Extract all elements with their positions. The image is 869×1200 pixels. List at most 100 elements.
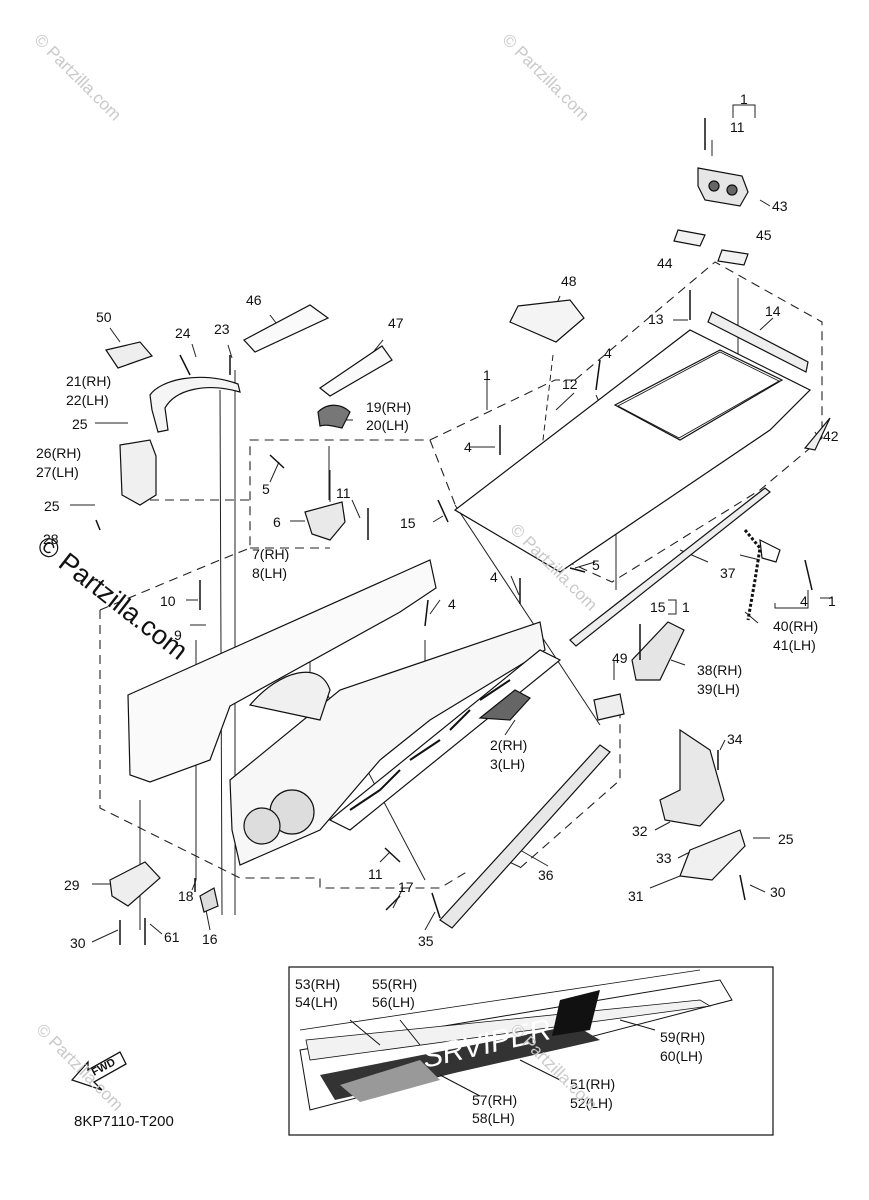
callout: 1: [682, 599, 690, 615]
bracket-43-shape: [697, 167, 749, 207]
part-16-shape: [199, 887, 219, 913]
part-7-shape: [304, 501, 346, 541]
callout: 7(RH): [252, 546, 289, 562]
callout: 24: [175, 325, 191, 341]
callout: 32: [632, 823, 648, 839]
callout: 45: [756, 227, 772, 243]
callout: 25: [72, 416, 88, 432]
callout: 25: [778, 831, 794, 847]
callout: 26(RH): [36, 445, 81, 461]
diagram-code: 8KP7110-T200: [74, 1113, 174, 1130]
callout: 47: [388, 315, 404, 331]
callout: 30: [770, 884, 786, 900]
leader-lines: [70, 104, 832, 943]
rod-37-shape: [569, 487, 771, 647]
callout: 35: [418, 933, 434, 949]
callout: 54(LH): [295, 994, 338, 1010]
part-shapes: [95, 118, 831, 945]
callout: 34: [727, 731, 743, 747]
callout: 44: [657, 255, 673, 271]
cover-50-shape: [105, 341, 154, 369]
bracket-26-shape: [119, 439, 157, 506]
callout: 1: [740, 91, 748, 107]
callout: 40(RH): [773, 618, 818, 634]
callout: 1: [483, 367, 491, 383]
callout: 51(RH): [570, 1076, 615, 1092]
callout: 43: [772, 198, 788, 214]
callout: 38(RH): [697, 662, 742, 678]
callout: 33: [656, 850, 672, 866]
assembly-outline: [99, 261, 823, 889]
callout: 53(RH): [295, 976, 340, 992]
chain-40-shape: [743, 529, 762, 621]
callout: 41(LH): [773, 637, 816, 653]
part-2-shape: [478, 689, 531, 721]
callout: 11: [336, 485, 351, 501]
callouts: 1 11 43 45 44 48 13 14 46 47 50 24 23 21…: [36, 91, 839, 1126]
footrest-31: [679, 829, 746, 881]
bolts: [95, 118, 813, 945]
callout: 56(LH): [372, 994, 415, 1010]
callout: 55(RH): [372, 976, 417, 992]
rail-14-shape: [707, 311, 809, 373]
callout: 59(RH): [660, 1029, 705, 1045]
callout: 36: [538, 867, 554, 883]
bracket-38-shape: [631, 621, 685, 681]
callout: 5: [262, 481, 270, 497]
callout: 23: [214, 321, 230, 337]
step-plate-32: [659, 728, 725, 827]
chassis-frame-left: [127, 559, 437, 783]
pad-44-shape: [673, 229, 706, 247]
pad-48-shape: [509, 299, 585, 343]
callout: 8(LH): [252, 565, 287, 581]
callout: 16: [202, 931, 218, 947]
callout: 37: [720, 565, 736, 581]
part-19-shape: [317, 404, 351, 429]
callout: 49: [612, 650, 628, 666]
callout: 1: [828, 593, 836, 609]
callout: 50: [96, 309, 112, 325]
block-49-shape: [593, 693, 625, 721]
callout: 12: [562, 376, 578, 392]
callout: 27(LH): [36, 464, 79, 480]
tube-36-shape: [439, 744, 611, 929]
callout: 19(RH): [366, 399, 411, 415]
callout: 15: [400, 515, 416, 531]
pad-46-shape: [243, 304, 330, 353]
callout: 4: [800, 593, 808, 609]
frame-lattice: [328, 649, 562, 831]
callout: 48: [561, 273, 577, 289]
pad-45-shape: [717, 249, 749, 266]
callout: 2(RH): [490, 737, 527, 753]
callout: 29: [64, 877, 80, 893]
pad-47-shape: [318, 345, 393, 397]
callout: 13: [648, 311, 664, 327]
callout: 11: [368, 866, 383, 882]
callout: 52(LH): [570, 1095, 613, 1111]
callout: 17: [398, 879, 414, 895]
tip-42-shape: [803, 417, 831, 451]
callout: 9: [174, 627, 182, 643]
callout: 21(RH): [66, 373, 111, 389]
part-29-shape: [109, 861, 161, 907]
callout: 3(LH): [490, 756, 525, 772]
callout: 4: [490, 569, 498, 585]
callout: 25: [44, 498, 60, 514]
callout: 4: [604, 345, 612, 361]
callout: 6: [273, 514, 281, 530]
callout: 58(LH): [472, 1110, 515, 1126]
callout: 5: [592, 557, 600, 573]
callout: 10: [160, 593, 176, 609]
callout: 11: [730, 119, 745, 135]
callout: 57(RH): [472, 1092, 517, 1108]
callout: 61: [164, 929, 180, 945]
callout: 4: [464, 439, 472, 455]
callout: 31: [628, 888, 644, 904]
callout: 14: [765, 303, 781, 319]
callout: 42: [823, 428, 839, 444]
callout: 60(LH): [660, 1048, 703, 1064]
bracket-21-shape: [149, 376, 241, 433]
callout: 4: [448, 596, 456, 612]
callout: 39(LH): [697, 681, 740, 697]
